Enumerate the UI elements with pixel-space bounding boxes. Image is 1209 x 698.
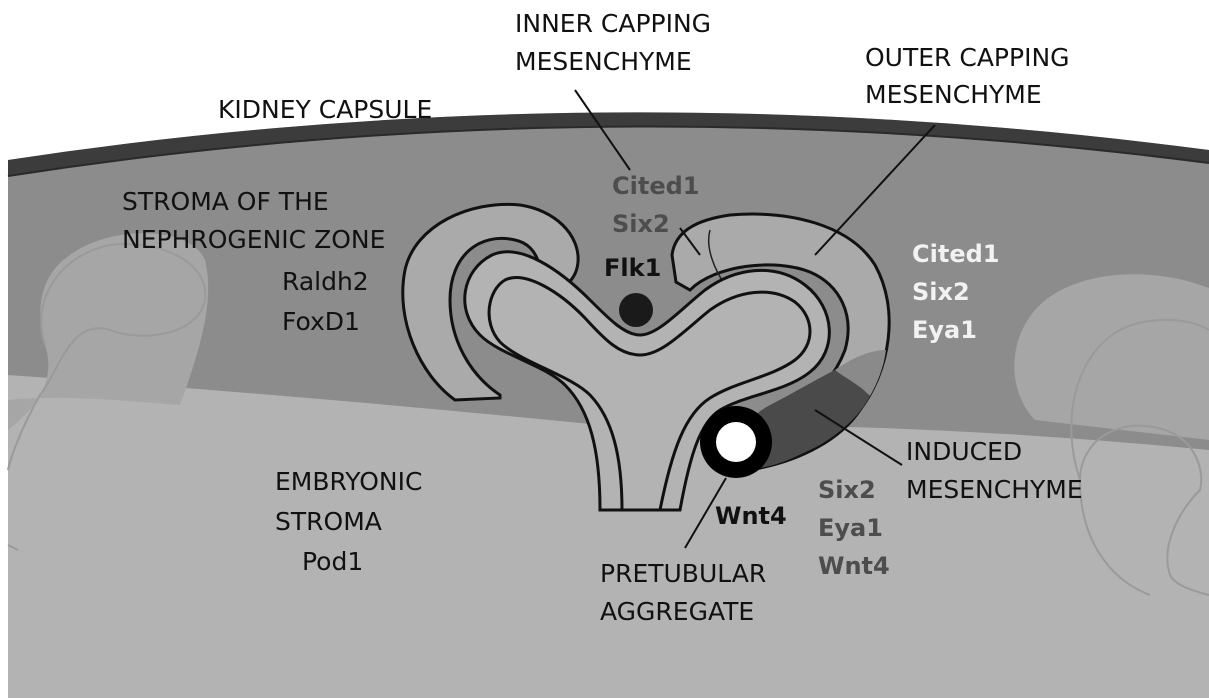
marker-flk1: Flk1 (604, 254, 661, 282)
label-inner-capping-line1: INNER CAPPING (515, 9, 711, 38)
marker-outer-eya1: Eya1 (912, 316, 977, 344)
label-pretubular-line2: AGGREGATE (600, 597, 754, 626)
marker-inner-six2: Six2 (612, 210, 670, 238)
label-stroma-nz-line2: NEPHROGENIC ZONE (122, 225, 385, 254)
label-inner-capping-line2: MESENCHYME (515, 47, 692, 76)
marker-outer-six2: Six2 (912, 278, 970, 306)
pretubular-aggregate-core (716, 422, 756, 462)
marker-pod1: Pod1 (302, 547, 363, 576)
label-embryonic-line2: STROMA (275, 507, 382, 536)
marker-foxd1: FoxD1 (282, 307, 360, 336)
label-kidney-capsule: KIDNEY CAPSULE (218, 95, 432, 124)
flk1-cell-dot (619, 293, 653, 327)
label-stroma-nz-line1: STROMA OF THE (122, 187, 329, 216)
label-pretubular-line1: PRETUBULAR (600, 559, 766, 588)
marker-inner-cited1: Cited1 (612, 172, 699, 200)
label-embryonic-line1: EMBRYONIC (275, 467, 422, 496)
label-outer-capping-line1: OUTER CAPPING (865, 43, 1070, 72)
marker-pretubular-wnt4: Wnt4 (715, 502, 787, 530)
label-outer-capping-line2: MESENCHYME (865, 80, 1042, 109)
marker-induced-wnt4: Wnt4 (818, 552, 890, 580)
label-induced-line1: INDUCED (906, 437, 1022, 466)
marker-raldh2: Raldh2 (282, 267, 369, 296)
label-induced-line2: MESENCHYME (906, 475, 1083, 504)
marker-induced-six2: Six2 (818, 476, 876, 504)
marker-outer-cited1: Cited1 (912, 240, 999, 268)
marker-induced-eya1: Eya1 (818, 514, 883, 542)
